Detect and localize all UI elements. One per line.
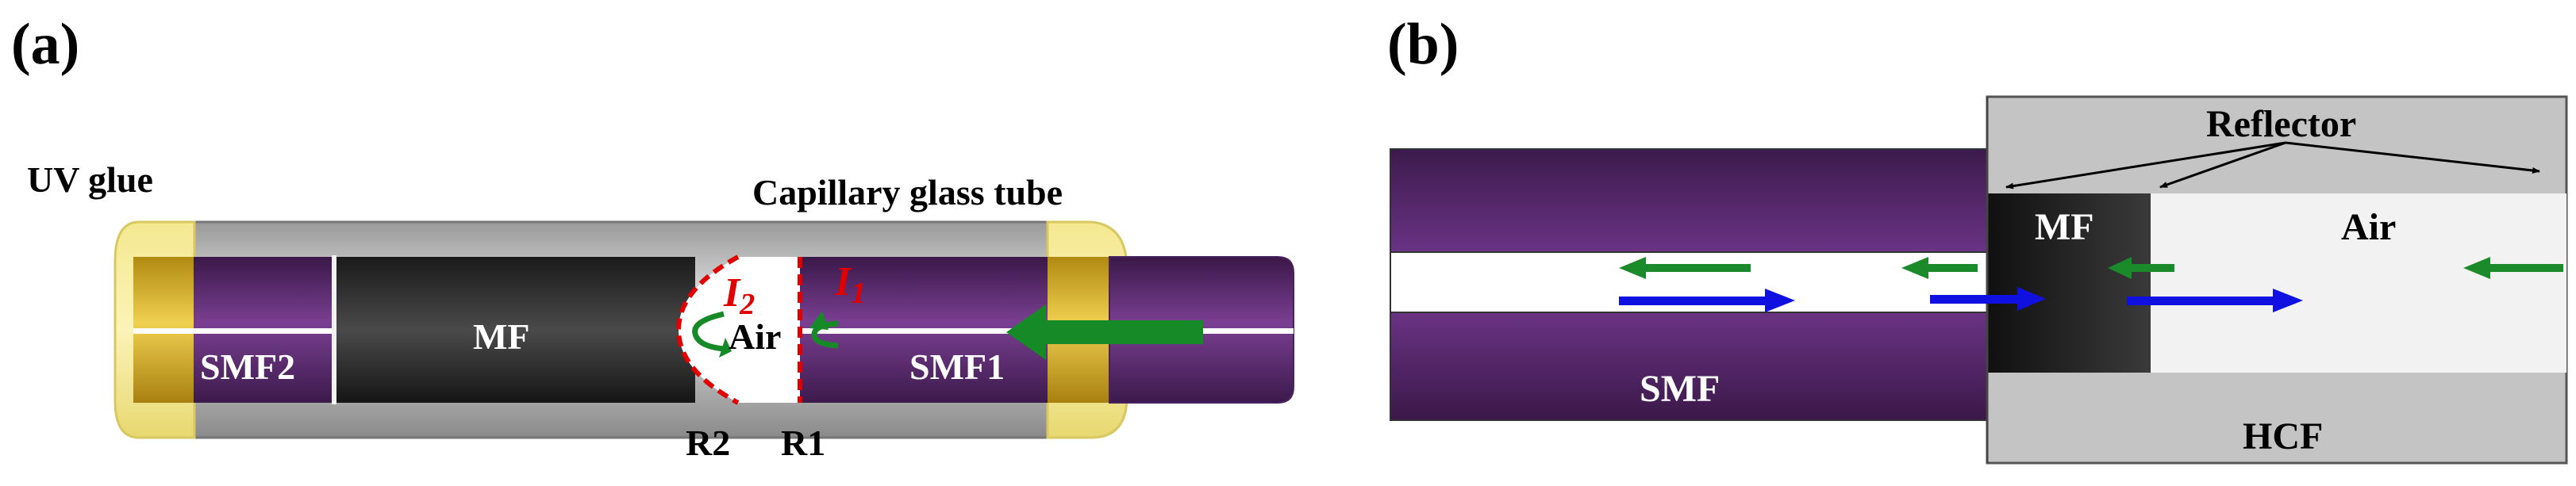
reflection-surface-r2 bbox=[675, 254, 740, 405]
panel-a-tag: (a) bbox=[11, 12, 79, 77]
reflected-light-i2-arrow bbox=[692, 311, 732, 358]
mf-label-b: MF bbox=[2035, 206, 2094, 248]
i2-label: I2 bbox=[723, 270, 755, 321]
smf2-fiber bbox=[133, 257, 333, 403]
smf-fiber-b bbox=[1390, 148, 1988, 421]
uv-glue-label: UV glue bbox=[27, 159, 153, 200]
reflector-pointers bbox=[2005, 141, 2540, 189]
hcf-label-b: HCF bbox=[2243, 415, 2323, 457]
transmitted-light-arrows-b bbox=[1619, 287, 2303, 312]
air-label: Air bbox=[729, 316, 781, 357]
r1-label: R1 bbox=[781, 423, 825, 463]
panel-b-tag: (b) bbox=[1387, 12, 1459, 77]
smf1-label: SMF1 bbox=[909, 346, 1005, 387]
mf-label: MF bbox=[473, 316, 530, 357]
smf2-mf-splice bbox=[332, 255, 336, 404]
reflected-light-arrows-b bbox=[1619, 257, 2563, 279]
mf-section bbox=[336, 257, 695, 403]
i1-label: I1 bbox=[834, 259, 866, 310]
smf2-label: SMF2 bbox=[200, 346, 295, 387]
air-label-b: Air bbox=[2341, 206, 2396, 248]
input-light-arrow-a bbox=[1006, 304, 1203, 360]
r2-label: R2 bbox=[686, 423, 730, 463]
capillary-tube-label: Capillary glass tube bbox=[752, 172, 1063, 212]
reflector-label: Reflector bbox=[2206, 103, 2356, 145]
mf-section-b bbox=[1987, 193, 2151, 373]
reflected-light-i1-arrow bbox=[809, 311, 839, 349]
air-cavity bbox=[679, 257, 800, 403]
smf-label-b: SMF bbox=[1640, 368, 1720, 410]
